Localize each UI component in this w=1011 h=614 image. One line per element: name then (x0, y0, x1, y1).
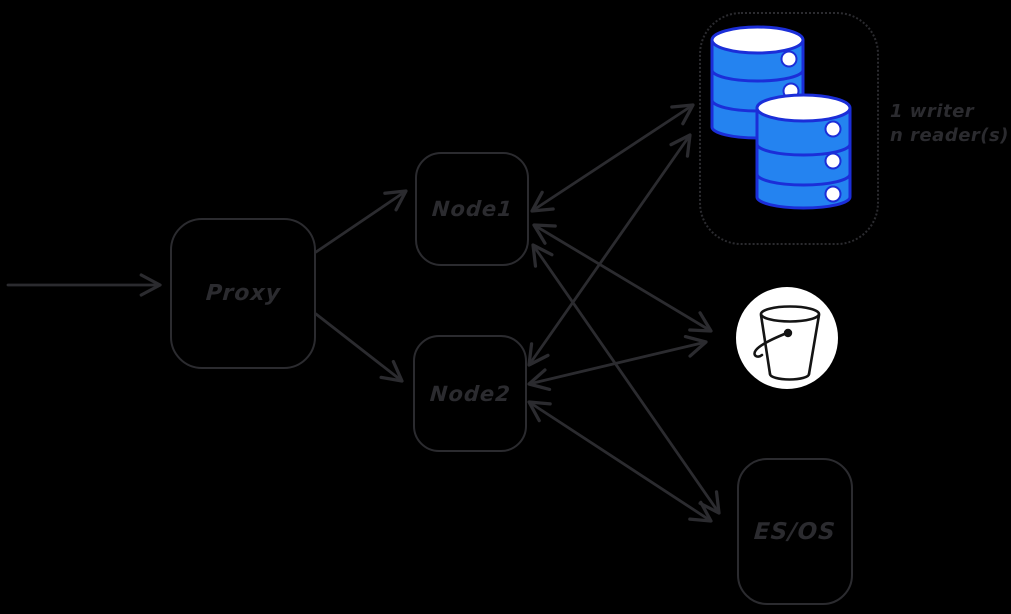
edge-node2-bucket (527, 334, 708, 392)
esos-label: ES/OS (753, 518, 837, 545)
node2-box: Node2 (413, 335, 527, 452)
esos-box: ES/OS (737, 458, 853, 605)
proxy-node-box: Proxy (170, 218, 316, 369)
edge-node1-bucket (532, 223, 713, 333)
edge-node1-esos (531, 243, 721, 515)
edge-node2-esos (527, 400, 713, 523)
node1-label: Node1 (430, 197, 514, 221)
db-cluster-note: 1 writer n reader(s) (890, 100, 1010, 148)
db-note-line1: 1 writer (890, 101, 975, 122)
node1-box: Node1 (415, 152, 529, 266)
node2-label: Node2 (428, 381, 512, 406)
db-note-line2: n reader(s) (890, 125, 1009, 146)
bucket-icon (736, 287, 838, 389)
edge-proxy-to-node2 (314, 312, 404, 383)
proxy-label: Proxy (204, 281, 282, 306)
edge-proxy-to-node1 (314, 189, 408, 254)
edge-node2-db (527, 133, 692, 367)
edge-node1-db (530, 103, 695, 213)
diagram-edges (6, 103, 721, 523)
db-cluster-dashed-box (699, 12, 879, 245)
database-cylinder-2 (755, 93, 852, 210)
database-cylinders-icon (710, 25, 852, 210)
